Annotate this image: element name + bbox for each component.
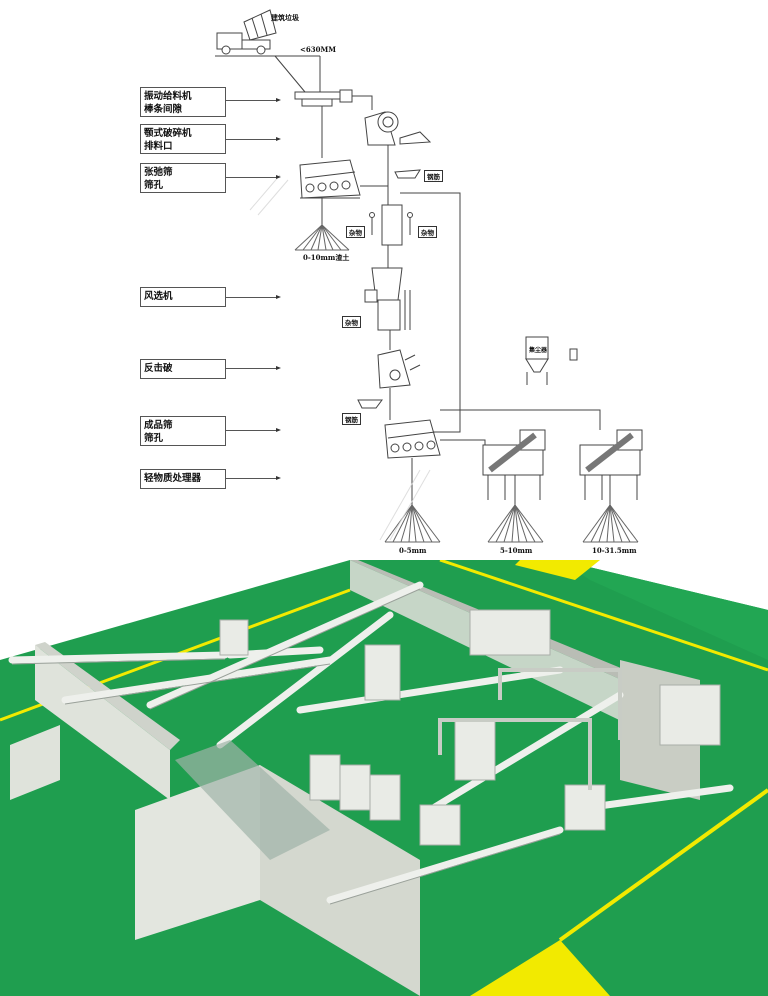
label-air-separator: 风选机 [140, 287, 226, 307]
tag-sundries-left: 杂物 [346, 226, 365, 238]
render-scene [0, 560, 768, 996]
label-impact-crusher: 反击破 [140, 359, 226, 379]
tag-sundries-right: 杂物 [418, 226, 437, 238]
light-material-processor-2-icon [579, 429, 643, 500]
feed-size-caption: <630MM [300, 45, 336, 54]
label-product-screen: 成品筛 筛孔 [140, 416, 226, 446]
label-light-material-processor: 轻物质处理器 [140, 469, 226, 489]
jaw-crusher-icon [364, 111, 432, 146]
output-0-5mm: 0-5mm [399, 546, 427, 555]
product-pile-icons [384, 504, 639, 543]
label-scalping-screen: 张弛筛 筛孔 [140, 163, 226, 193]
scalping-screen-icon [299, 159, 361, 199]
label-jaw-crusher: 颚式破碎机 排料口 [140, 124, 226, 154]
tag-dust-collector: 集尘器 [529, 347, 548, 354]
output-soil: 0-10mm渣土 [303, 253, 350, 262]
dump-truck-icon [216, 9, 277, 55]
worker-right-icon [407, 212, 413, 235]
worker-left-icon [369, 212, 375, 235]
output-10-31-5mm: 10-31.5mm [592, 546, 637, 555]
light-material-processor-1-icon [482, 429, 546, 500]
soil-pile-icon [294, 224, 350, 251]
label-vibrating-feeder: 振动给料机 棒条间隙 [140, 87, 226, 117]
magnetic-separator-2-icon [357, 399, 383, 409]
impact-crusher-icon [377, 349, 421, 389]
magnetic-separator-icon [394, 169, 421, 179]
plant-3d-render [0, 560, 768, 996]
tag-sundries-air: 杂物 [342, 316, 361, 328]
output-5-10mm: 5-10mm [500, 546, 533, 555]
tag-steel-bar: 钢筋 [424, 170, 443, 182]
air-separator-icon [364, 267, 411, 331]
product-screen-icon [384, 419, 441, 459]
picking-station-icon [381, 204, 403, 246]
watermark [249, 174, 431, 541]
process-flowchart: 建筑垃圾 <630MM 振动给料机 棒条间隙 颚式破碎机 排料口 张弛筛 筛孔 … [140, 9, 643, 555]
tag-steel-bar-2: 钢筋 [342, 413, 361, 425]
flowchart-lines [215, 9, 643, 543]
construction-waste-caption: 建筑垃圾 [271, 13, 299, 22]
dust-collector-icon [525, 336, 549, 385]
vibrating-feeder-icon [294, 89, 353, 107]
